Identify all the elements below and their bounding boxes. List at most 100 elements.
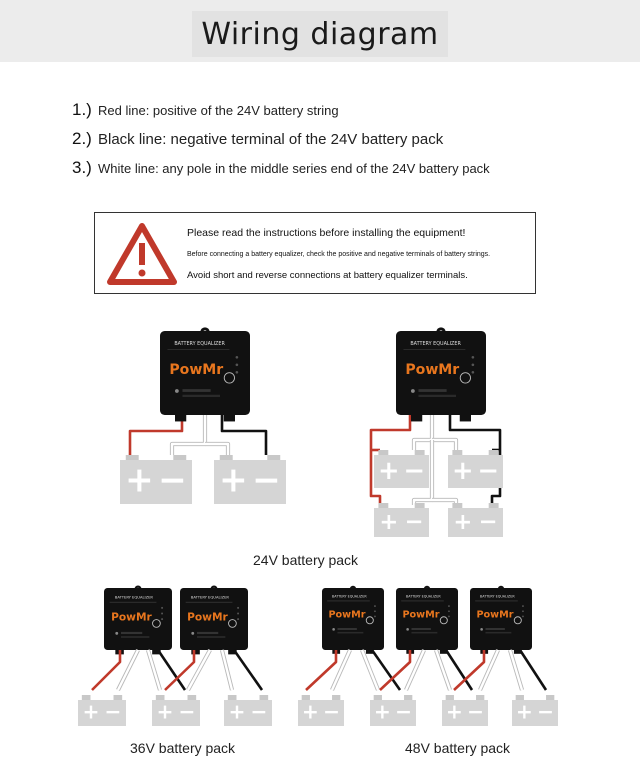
status-led [471, 363, 475, 367]
device-label: BATTERY EQUALIZER [410, 341, 461, 347]
battery-terminal [301, 695, 310, 700]
indicator-text [411, 628, 431, 630]
battery: +− [152, 695, 200, 726]
device-body [470, 588, 532, 650]
caption-24v: 24V battery pack [253, 552, 359, 568]
negative-wire [156, 649, 187, 691]
status-led [374, 615, 376, 618]
battery-terminal [452, 503, 463, 508]
minus-sign: − [405, 509, 424, 535]
battery: +− [374, 503, 429, 537]
battery-equalizer: BATTERY EQUALIZER PowMr [322, 585, 384, 654]
battery: +− [448, 450, 503, 488]
middle-wire [360, 649, 380, 691]
status-led [448, 605, 450, 607]
indicator-text [418, 389, 447, 392]
plus-sign: + [378, 456, 400, 486]
indicator-text [337, 631, 364, 634]
positive-wire [453, 650, 486, 691]
terminal-block [411, 413, 423, 422]
battery-terminal [332, 695, 341, 700]
legend-number: 2.) [72, 129, 92, 148]
battery-terminal [515, 695, 524, 700]
indicator-text [197, 631, 219, 635]
device-body [160, 331, 250, 415]
terminal-block [175, 413, 187, 422]
indicator-dot [411, 389, 415, 393]
power-icon [228, 619, 237, 628]
battery-terminal [125, 455, 139, 460]
plus-sign: + [379, 509, 398, 535]
middle-wire [146, 649, 162, 691]
status-led [235, 363, 239, 367]
status-led [471, 370, 475, 374]
legend-number: 3.) [72, 158, 92, 177]
minus-sign: − [403, 456, 425, 486]
status-led [374, 610, 376, 613]
minus-sign: − [467, 700, 484, 724]
battery-terminal [476, 695, 485, 700]
status-led [522, 605, 524, 607]
indicator-dot [480, 628, 483, 631]
positive-wire [91, 650, 122, 691]
battery-terminal [378, 450, 389, 455]
battery-body [224, 700, 272, 726]
minus-sign: − [158, 461, 187, 501]
page-title: Wiring diagram [201, 16, 439, 52]
minus-sign: − [477, 456, 499, 486]
middle-wire [434, 649, 452, 691]
device-label: BATTERY EQUALIZER [480, 595, 515, 599]
device-label: BATTERY EQUALIZER [332, 595, 367, 599]
status-led [237, 612, 240, 615]
terminal-block [223, 413, 235, 422]
battery-terminal [378, 503, 389, 508]
legend-number: 1.) [72, 100, 92, 119]
battery-body [448, 508, 503, 537]
device-label: BATTERY EQUALIZER [174, 341, 225, 347]
negative-wire [370, 649, 402, 691]
middle-wire [404, 649, 426, 691]
battery-terminal [445, 695, 454, 700]
battery-body [374, 455, 429, 488]
status-led [448, 610, 450, 613]
minus-sign: − [395, 700, 412, 724]
battery-body [214, 460, 286, 504]
status-led [522, 615, 524, 618]
device-label: BATTERY EQUALIZER [406, 595, 441, 599]
plus-sign: + [228, 700, 245, 724]
legend-text: Red line: positive of the 24V battery st… [98, 103, 339, 118]
battery-body [448, 455, 503, 488]
indicator-dot [406, 628, 409, 631]
indicator-dot [332, 628, 335, 631]
battery-terminal [404, 695, 413, 700]
middle-wire [412, 413, 434, 450]
minus-sign: − [323, 700, 340, 724]
terminal-block [228, 648, 237, 655]
battery-terminal [113, 695, 123, 700]
battery-terminal [155, 695, 165, 700]
device-body [322, 588, 384, 650]
brand-logo: PowMr [328, 610, 365, 621]
battery: +− [512, 695, 558, 726]
middle-wire [205, 442, 230, 455]
minus-sign: − [179, 700, 196, 724]
plus-sign: + [156, 700, 173, 724]
battery: +− [374, 450, 429, 488]
positive-wire [369, 413, 412, 505]
brand-logo: PowMr [187, 611, 228, 624]
indicator-text [337, 628, 357, 630]
positive-wire [379, 650, 412, 691]
power-icon [365, 616, 374, 625]
battery-terminal [488, 503, 499, 508]
middle-wire [478, 649, 500, 691]
device-label: BATTERY EQUALIZER [115, 596, 154, 600]
power-icon [223, 372, 235, 384]
legend-item-black: 2.) Black line: negative terminal of the… [72, 129, 443, 149]
status-led [161, 618, 164, 621]
indicator-text [121, 636, 150, 638]
title-box: Wiring diagram [192, 11, 448, 57]
